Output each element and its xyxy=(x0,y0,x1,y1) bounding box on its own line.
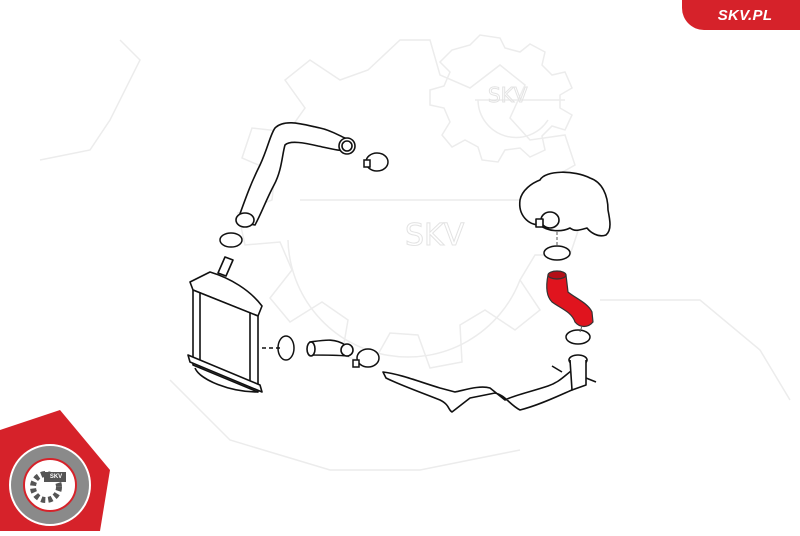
intercooler[interactable] xyxy=(187,256,263,393)
charge-air-hose[interactable] xyxy=(546,270,594,328)
turbocharger[interactable] xyxy=(518,171,611,237)
watermark-text-center: SKV xyxy=(405,218,465,253)
skv-auto-parts-badge xyxy=(0,410,110,531)
badge-center-label: SKV xyxy=(49,474,63,480)
brand-tab[interactable]: SKV.PL xyxy=(682,0,800,30)
charge-air-pipe[interactable] xyxy=(382,354,597,413)
watermark-text-top: SKV xyxy=(488,83,528,107)
brand-site-label: SKV.PL xyxy=(717,6,773,24)
lower-connecting-hose[interactable] xyxy=(262,339,354,357)
hose-clamp[interactable] xyxy=(219,152,591,368)
upper-intake-hose[interactable] xyxy=(235,122,356,228)
watermark-gear-icon xyxy=(39,34,791,471)
